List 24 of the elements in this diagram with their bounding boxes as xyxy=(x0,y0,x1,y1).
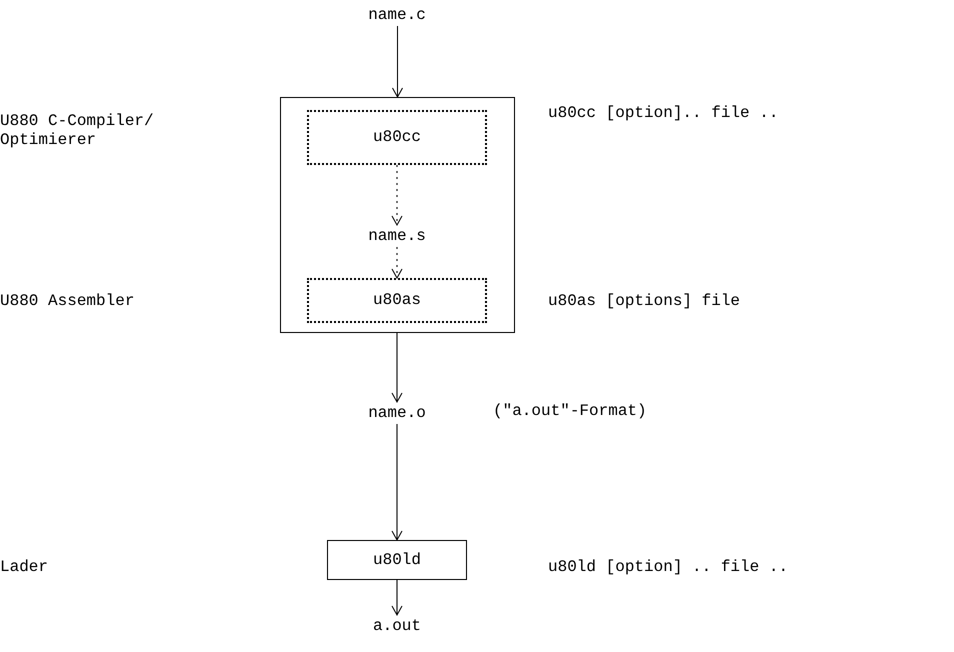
node-text: a.out xyxy=(372,616,421,636)
arrow xyxy=(392,26,403,98)
program-box xyxy=(307,110,487,165)
node-text: name.o xyxy=(368,404,426,422)
outer-box xyxy=(280,97,515,333)
annotation-text: U880 Assembler xyxy=(0,292,136,311)
program-box xyxy=(307,278,487,323)
annotation-text: U880 C-Compiler/ Optimierer xyxy=(0,112,155,150)
program-box xyxy=(327,540,467,580)
node-text: u80cc xyxy=(372,128,421,147)
annotation-text: Lader xyxy=(0,558,50,577)
node-text: name.s xyxy=(368,226,426,246)
annotation-text: u80as [options] file xyxy=(548,292,742,311)
node-text: name.c xyxy=(368,6,426,24)
node-text: u80as xyxy=(372,291,421,310)
arrow xyxy=(392,246,402,278)
annotation-text: ("a.out"-Format) xyxy=(493,402,648,421)
annotation-text: u80ld [option] .. file .. xyxy=(548,558,790,577)
arrow xyxy=(392,424,402,540)
node-text: u80ld xyxy=(372,550,421,570)
arrow xyxy=(392,580,402,616)
arrow xyxy=(392,332,402,402)
annotation-text: u80cc [option].. file .. xyxy=(548,104,780,123)
arrow xyxy=(392,164,402,226)
